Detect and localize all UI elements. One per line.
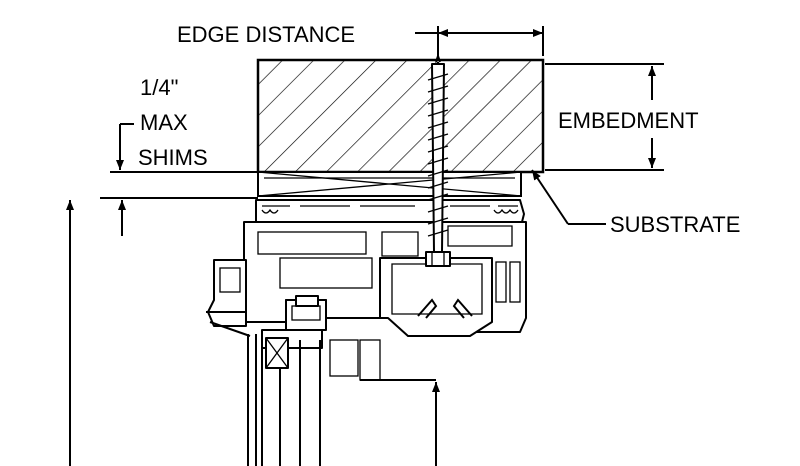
glass-sash: [247, 329, 323, 466]
substrate-block: [256, 58, 545, 174]
window-frame-profile: [206, 199, 527, 381]
edge-distance-dimension: [415, 26, 544, 58]
embedment-dimension: [545, 63, 664, 171]
substrate-leader: [531, 169, 606, 225]
shim-label-line3: SHIMS: [138, 145, 208, 170]
shim-layer: [257, 171, 522, 197]
overall-height-dimension: [66, 200, 440, 466]
shim-dimension: [100, 123, 258, 236]
shim-label-line1: 1/4": [140, 75, 178, 100]
substrate-label: SUBSTRATE: [610, 212, 740, 237]
embedment-label: EMBEDMENT: [558, 108, 699, 133]
screw-anchor: [425, 52, 451, 267]
shim-label-line2: MAX: [140, 110, 188, 135]
edge-distance-label: EDGE DISTANCE: [177, 22, 355, 47]
